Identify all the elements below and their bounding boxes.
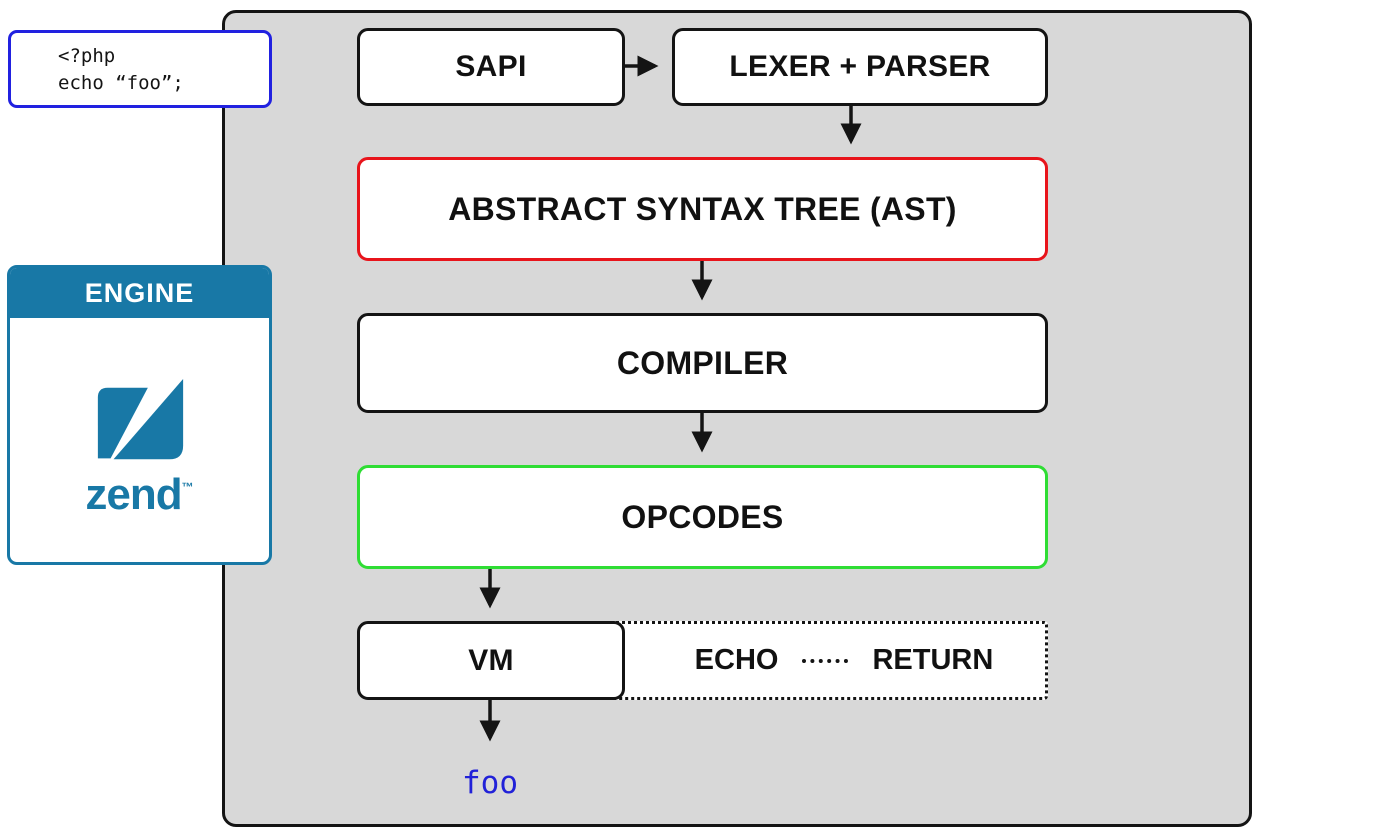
- engine-internals-panel: [222, 10, 1252, 827]
- trademark-symbol: ™: [181, 479, 194, 494]
- zend-logo-icon: [97, 378, 183, 460]
- node-abstract-syntax-tree: ABSTRACT SYNTAX TREE (AST): [357, 157, 1048, 261]
- label-echo: ECHO: [694, 644, 779, 676]
- php-code-line-1: <?php: [58, 45, 116, 67]
- node-vm: VM: [357, 621, 625, 700]
- program-output-text: foo: [462, 765, 518, 801]
- node-sapi: SAPI: [357, 28, 625, 106]
- engine-card-title: ENGINE: [10, 268, 269, 318]
- zend-wordmark: zend™: [85, 469, 194, 519]
- node-compiler: COMPILER: [357, 313, 1048, 413]
- zend-engine-card: ENGINE zend™: [7, 265, 272, 565]
- php-code-line-2: echo “foo”;: [58, 72, 184, 94]
- node-opcodes: OPCODES: [357, 465, 1048, 569]
- node-lexer-parser: LEXER + PARSER: [672, 28, 1048, 106]
- echo-return-dotted-connector: [802, 658, 849, 663]
- php-source-code-box: <?php echo “foo”;: [8, 30, 272, 108]
- opcode-handlers-labels: ECHO RETURN: [640, 621, 1048, 700]
- label-return: RETURN: [872, 644, 994, 676]
- engine-card-body: zend™: [10, 318, 269, 562]
